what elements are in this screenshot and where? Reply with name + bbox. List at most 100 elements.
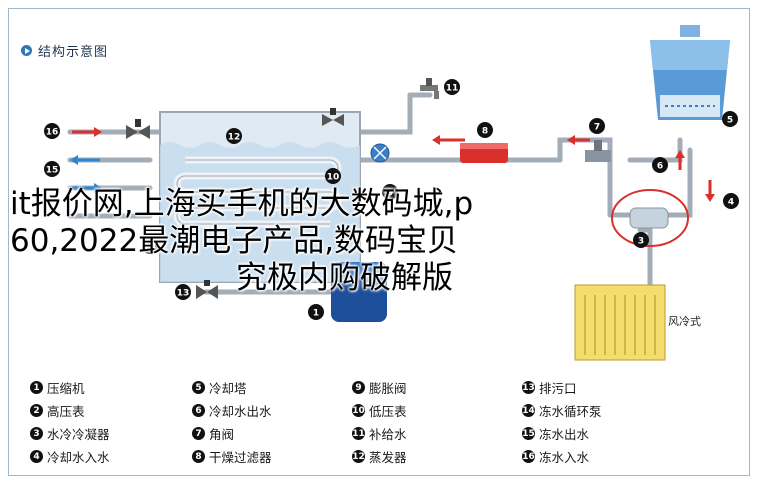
- legend-item: 14 冻水循环泵: [522, 401, 602, 420]
- legend-label: 冷却水入水: [47, 450, 110, 465]
- legend-label: 膨胀阀: [369, 381, 407, 396]
- legend-item: 12 蒸发器: [352, 447, 407, 466]
- drier-filter-highlight: [460, 143, 508, 149]
- legend-number: 10: [352, 404, 365, 417]
- condenser-highlight-ring: [611, 189, 689, 247]
- drain-valve: [196, 280, 218, 299]
- callout-12-text: 12: [228, 133, 241, 143]
- callout-8: 8: [477, 122, 493, 138]
- legend-number: 5: [192, 381, 205, 394]
- legend-number: 7: [192, 427, 205, 440]
- compressor: [331, 262, 387, 322]
- callout-3: 3: [633, 232, 649, 248]
- callout-3-text: 3: [638, 237, 644, 247]
- legend-number: 9: [352, 381, 365, 394]
- air-cooled-condenser: [574, 284, 666, 361]
- callout-4: 4: [723, 193, 739, 209]
- legend-label: 冷却水出水: [209, 404, 272, 419]
- supply-faucet: [420, 78, 439, 99]
- play-bullet-icon: [21, 45, 32, 56]
- legend-number: 15: [522, 427, 535, 440]
- water-cooled-condenser: [629, 207, 669, 229]
- callout-5: 5: [722, 111, 738, 127]
- legend-number: 8: [192, 450, 205, 463]
- watermark-line-3: 究极内购破解版: [236, 260, 453, 296]
- callout-10-text: 10: [327, 173, 340, 183]
- legend-item: 13 排污口: [522, 378, 577, 397]
- air-cooled-label: 风冷式: [668, 315, 701, 328]
- callout-12: 12: [226, 128, 242, 144]
- legend-item: 9 膨胀阀: [352, 378, 407, 397]
- callout-1-text: 1: [313, 309, 319, 319]
- callout-4-text: 4: [728, 198, 734, 208]
- legend-number: 3: [30, 427, 43, 440]
- legend-number: 11: [352, 427, 365, 440]
- callout-6: 6: [652, 157, 668, 173]
- legend-label: 干燥过滤器: [209, 450, 272, 465]
- callout-14: 14: [142, 238, 158, 254]
- legend-label: 高压表: [47, 404, 85, 419]
- legend-label: 冻水入水: [539, 450, 590, 465]
- legend-number: 13: [522, 381, 535, 394]
- legend-label: 水冷冷凝器: [47, 427, 110, 442]
- diagram-title-text: 结构示意图: [38, 45, 109, 60]
- diagram-title: 结构示意图: [21, 41, 108, 60]
- legend-item: 7 角阀: [192, 424, 234, 443]
- legend-item: 5 冷却塔: [192, 378, 247, 397]
- callout-8-text: 8: [482, 127, 488, 137]
- callout-16: 16: [44, 123, 60, 139]
- valve-top: [322, 108, 344, 126]
- cooling-tower: [650, 25, 730, 120]
- callout-13-text: 13: [177, 289, 190, 299]
- legend-label: 冻水循环泵: [539, 404, 602, 419]
- legend-item: 16 冻水入水: [522, 447, 589, 466]
- legend-item: 2 高压表: [30, 401, 85, 420]
- legend-label: 角阀: [209, 427, 235, 442]
- callout-7-text: 7: [594, 123, 600, 133]
- legend-item: 1 压缩机: [30, 378, 85, 397]
- callout-9: 9: [382, 184, 398, 200]
- legend-label: 冷却塔: [209, 381, 247, 396]
- legend-number: 1: [30, 381, 43, 394]
- legend-item: 10 低压表: [352, 401, 407, 420]
- legend-item: 8 干燥过滤器: [192, 447, 272, 466]
- watermark-line-2: 60,2022最潮电子产品,数码宝贝: [10, 223, 459, 259]
- callout-5-text: 5: [727, 116, 733, 126]
- legend-label: 低压表: [369, 404, 407, 419]
- callout-7: 7: [589, 118, 605, 134]
- legend-label: 补给水: [369, 427, 407, 442]
- legend-label: 冻水出水: [539, 427, 590, 442]
- callout-9-text: 9: [387, 189, 393, 199]
- legend-number: 2: [30, 404, 43, 417]
- callout-15: 15: [44, 161, 60, 177]
- legend-item: 11 补给水: [352, 424, 407, 443]
- callout-14-text: 14: [144, 243, 157, 253]
- legend-number: 6: [192, 404, 205, 417]
- legend-label: 蒸发器: [369, 450, 407, 465]
- legend-label: 排污口: [539, 381, 577, 396]
- legend-label: 压缩机: [47, 381, 85, 396]
- legend-number: 16: [522, 450, 535, 463]
- legend-item: 4 冷却水入水: [30, 447, 110, 466]
- callout-11-text: 11: [446, 84, 459, 94]
- valve-left: [126, 119, 150, 139]
- callout-11: 11: [444, 79, 460, 95]
- legend-item: 3 水冷冷凝器: [30, 424, 110, 443]
- legend-item: 6 冷却水出水: [192, 401, 272, 420]
- callout-10: 10: [325, 168, 341, 184]
- angle-valve: [585, 140, 611, 162]
- legend-number: 14: [522, 404, 535, 417]
- flow-arrows: [70, 127, 715, 202]
- callout-13: 13: [175, 284, 191, 300]
- diagram-frame: [8, 8, 750, 476]
- callout-1: 1: [308, 304, 324, 320]
- expansion-valve-mark: [373, 146, 387, 160]
- legend-number: 12: [352, 450, 365, 463]
- callout-16-text: 16: [46, 128, 59, 138]
- callout-15-text: 15: [46, 166, 59, 176]
- legend-item: 15 冻水出水: [522, 424, 589, 443]
- watermark-line-1: it报价网,上海买手机的大数码城,p: [10, 186, 474, 222]
- legend-number: 4: [30, 450, 43, 463]
